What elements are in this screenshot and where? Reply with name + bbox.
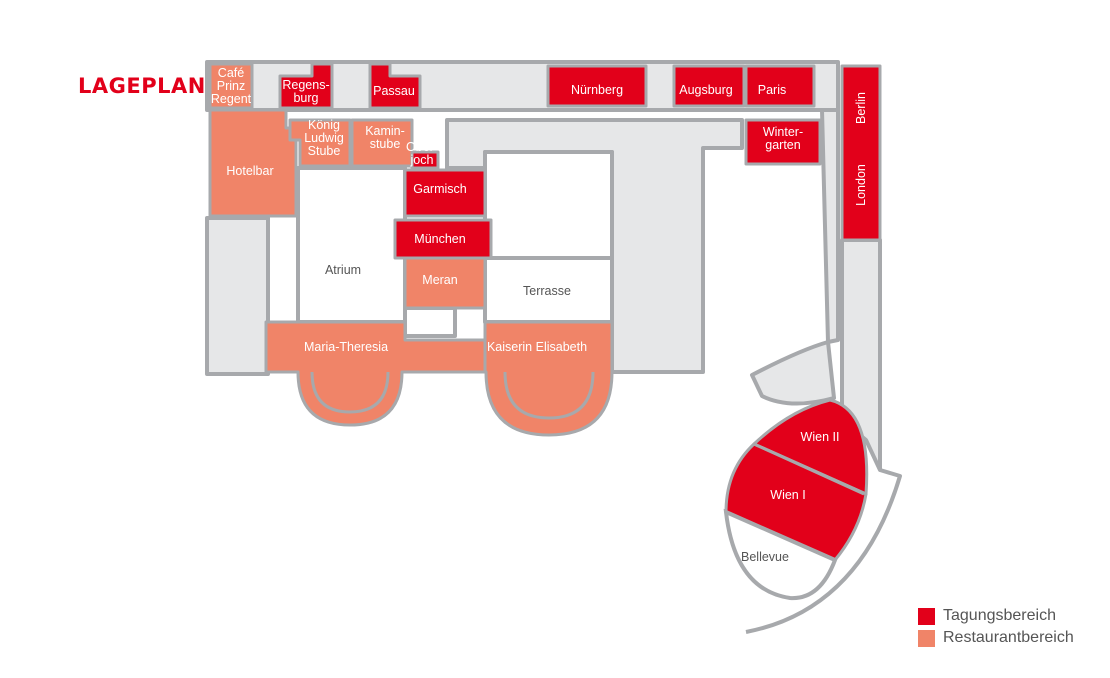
- label-line: Regens-: [282, 78, 329, 92]
- room-hotelbar[interactable]: [208, 108, 298, 218]
- label-line: Terrasse: [523, 284, 571, 298]
- arc-decor: [310, 371, 595, 420]
- label-wien2: Wien II: [801, 430, 840, 444]
- label-line: Wien II: [801, 430, 840, 444]
- label-line: Passau: [373, 84, 415, 98]
- room-koenig-ludwig-stube[interactable]: [288, 118, 352, 168]
- label-terrasse: Terrasse: [523, 284, 571, 298]
- label-line: Atrium: [325, 263, 361, 277]
- room-augsburg[interactable]: [672, 64, 746, 108]
- label-kaiserin: Kaiserin Elisabeth: [487, 340, 587, 354]
- legend-swatch-meeting: [918, 607, 935, 625]
- room-berlin-london[interactable]: [840, 64, 882, 242]
- arc-maria: [310, 371, 390, 414]
- label-line: Wien I: [770, 488, 805, 502]
- legend-label-meeting: Tagungsbereich: [943, 607, 1056, 624]
- label-line: München: [414, 232, 465, 246]
- label-nuernberg: Nürnberg: [571, 83, 623, 97]
- meeting-areas: [278, 62, 882, 562]
- label-regensburg: Regens-burg: [282, 78, 329, 105]
- label-line: Stube: [308, 144, 341, 158]
- label-line: Paris: [758, 83, 786, 97]
- room-garmisch[interactable]: [403, 168, 487, 218]
- label-line: Garmisch: [413, 182, 467, 196]
- legend-item-restaurant: Restaurantbereich: [918, 627, 1074, 649]
- arc-kaiserin: [503, 371, 595, 420]
- label-line: Winter-: [763, 125, 803, 139]
- wall-outer-curve: [745, 468, 902, 634]
- wall-center-block: [483, 150, 614, 260]
- room-oberjoch[interactable]: [410, 150, 440, 170]
- label-line: Ober-: [406, 140, 438, 154]
- room-regensburg[interactable]: [278, 62, 334, 110]
- label-line: burg: [293, 91, 318, 105]
- room-wien-ii[interactable]: [752, 398, 869, 496]
- label-line: Regent: [211, 92, 252, 106]
- legend-item-meeting: Tagungsbereich: [918, 605, 1074, 627]
- label-passau: Passau: [373, 84, 415, 98]
- label-line: Kamin-: [365, 124, 405, 138]
- label-line: Kaiserin Elisabeth: [487, 340, 587, 354]
- room-bellevue[interactable]: [723, 508, 838, 601]
- label-line: London: [854, 164, 868, 206]
- label-line: Hotelbar: [226, 164, 273, 178]
- label-kamin: Kamin-stube: [365, 124, 405, 151]
- label-line: Nürnberg: [571, 83, 623, 97]
- map-heading: LAGEPLAN:: [78, 74, 215, 98]
- label-hotelbar: Hotelbar: [226, 164, 273, 178]
- room-muenchen[interactable]: [393, 218, 493, 260]
- label-bellevue: Bellevue: [741, 550, 789, 564]
- label-wien1: Wien I: [770, 488, 805, 502]
- room-cafe-prinz-regent[interactable]: [208, 62, 254, 110]
- wall-atrium: [296, 166, 407, 324]
- legend: Tagungsbereich Restaurantbereich: [918, 605, 1074, 649]
- label-line: Ludwig: [304, 131, 344, 145]
- label-london: London: [854, 164, 868, 206]
- room-passau[interactable]: [368, 62, 422, 110]
- label-line: Café: [218, 66, 244, 80]
- label-line: Prinz: [217, 79, 245, 93]
- legend-swatch-restaurant: [918, 629, 935, 647]
- label-maria: Maria-Theresia: [304, 340, 388, 354]
- room-wintergarten[interactable]: [744, 118, 822, 166]
- label-line: joch: [410, 153, 434, 167]
- label-line: Meran: [422, 273, 457, 287]
- label-muenchen: München: [414, 232, 465, 246]
- label-berlin: Berlin: [854, 92, 868, 124]
- label-oberjoch: Ober-joch: [406, 140, 438, 167]
- label-atrium: Atrium: [325, 263, 361, 277]
- room-nuernberg[interactable]: [546, 64, 648, 108]
- label-meran: Meran: [422, 273, 457, 287]
- label-line: garten: [765, 138, 800, 152]
- room-paris[interactable]: [744, 64, 816, 108]
- wall-small-room: [403, 306, 457, 338]
- label-line: Bellevue: [741, 550, 789, 564]
- corridor-left: [205, 216, 270, 376]
- label-line: Berlin: [854, 92, 868, 124]
- legend-label-restaurant: Restaurantbereich: [943, 629, 1074, 646]
- corridor-right-vertical: [820, 108, 840, 344]
- label-paris: Paris: [758, 83, 786, 97]
- corridor-curve-right: [750, 340, 836, 406]
- label-line: König: [308, 118, 340, 132]
- label-garmisch: Garmisch: [413, 182, 467, 196]
- wien-divider: [753, 442, 865, 496]
- label-line: stube: [370, 137, 401, 151]
- label-line: Maria-Theresia: [304, 340, 388, 354]
- label-line: Augsburg: [679, 83, 733, 97]
- label-wintergarten: Winter-garten: [763, 125, 803, 152]
- label-augsburg: Augsburg: [679, 83, 733, 97]
